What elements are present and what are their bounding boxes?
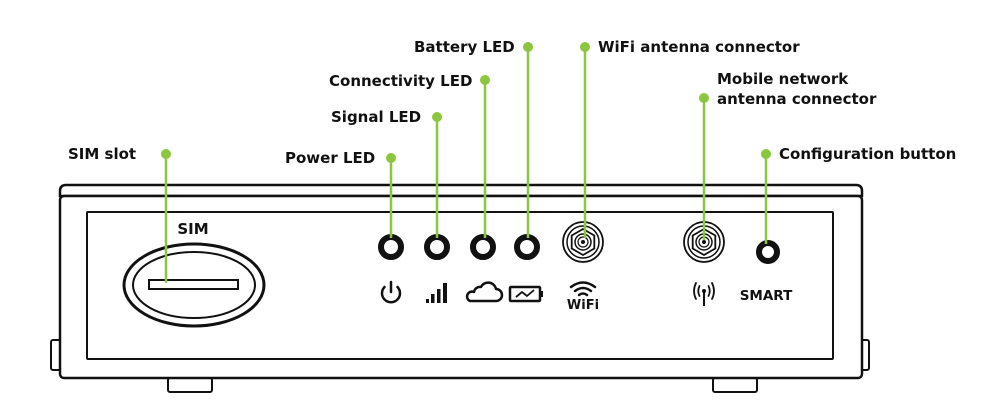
mobile-antenna-connector: [683, 221, 725, 263]
mobile-connector-leader-dot: [699, 93, 709, 103]
led-row: [378, 234, 540, 260]
connectivity-led-callout: Connectivity LED: [329, 72, 472, 90]
wifi-connector-leader-dot: [580, 42, 590, 52]
battery-led-callout: Battery LED: [414, 38, 515, 56]
battery-led-leader-dot: [523, 42, 533, 52]
power-led-callout: Power LED: [285, 149, 375, 167]
device-lid: [58, 183, 864, 198]
sim-slot-callout: SIM slot: [68, 145, 136, 163]
cloud-icon: [465, 281, 504, 303]
mobile-connector-callout-line1: Mobile network: [717, 70, 849, 88]
signal-bars-icon: [426, 283, 447, 303]
configuration-button[interactable]: [756, 240, 780, 264]
wifi-antenna-connector: [562, 221, 604, 263]
power-icon: [380, 280, 402, 304]
right-foot: [712, 377, 758, 393]
sim-slot-inner-ring: [132, 251, 256, 319]
config-button-leader-dot: [761, 149, 771, 159]
antenna-icon: [693, 282, 715, 306]
sim-slot-outer-ring: [122, 242, 266, 328]
callout-leaders: [161, 42, 771, 283]
connectivity-led-leader-dot: [480, 75, 490, 85]
wifi-icon: [569, 281, 597, 297]
left-foot: [167, 377, 213, 393]
power-led-leader-dot: [386, 153, 396, 163]
sim-card-opening: [148, 279, 239, 290]
device-body: [50, 183, 870, 393]
battery-led: [514, 234, 540, 260]
connectivity-led: [470, 234, 496, 260]
battery-icon: [508, 285, 543, 303]
sim-slot: SIM: [122, 220, 266, 328]
front-panel: [86, 211, 834, 360]
sim-label: SIM: [177, 220, 208, 238]
smart-label: SMART: [740, 288, 793, 304]
wifi-connector-callout: WiFi antenna connector: [598, 38, 800, 56]
power-led: [378, 234, 404, 260]
config-button-callout: Configuration button: [779, 145, 956, 163]
wifi-label: WiFi: [567, 298, 599, 313]
sim-slot-leader-dot: [161, 149, 171, 159]
signal-led: [424, 234, 450, 260]
signal-led-leader-dot: [432, 112, 442, 122]
mobile-connector-callout-line2: antenna connector: [717, 90, 877, 108]
signal-led-callout: Signal LED: [331, 108, 421, 126]
